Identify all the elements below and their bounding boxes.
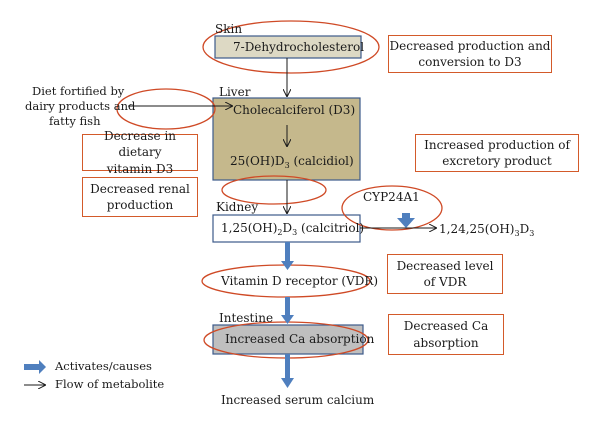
skin-box <box>214 35 362 59</box>
legend-activates-arrow-shaft <box>24 364 40 370</box>
organ-label-intestine: Intestine <box>219 311 274 325</box>
activates-arrow-kidney-to-vdr-head <box>281 261 294 270</box>
ellipse-diet <box>116 88 216 130</box>
ellipse-dehydrocholesterol <box>202 20 380 74</box>
label-trihydroxy-vitamin-d: 1,24,25(OH)3D3 <box>439 222 535 238</box>
cyp24a1-arrow-head <box>397 218 415 228</box>
legend-activates-label: Activates/causes <box>55 359 152 373</box>
activates-arrow-vdr-to-intestine-shaft <box>285 297 290 316</box>
organ-label-kidney: Kidney <box>216 200 259 214</box>
legend-flow-label: Flow of metabolite <box>55 377 165 391</box>
cyp24a1-arrow-shaft <box>402 213 410 219</box>
organ-label-skin: Skin <box>215 22 243 36</box>
label-7-dehydrocholesterol: 7-Dehydrocholesterol <box>233 40 365 54</box>
label-calcitriol: 1,25(OH)2D3 (calcitriol) <box>221 221 365 237</box>
ellipse-hydroxylation <box>221 175 327 205</box>
diet-line-2: dairy products and <box>25 99 136 113</box>
diet-line-3: fatty fish <box>49 114 101 128</box>
label-vdr: Vitamin D receptor (VDR) <box>221 274 379 288</box>
diet-line-1: Diet fortified by <box>32 84 125 98</box>
label-increased-serum-calcium: Increased serum calcium <box>221 393 375 407</box>
intestine-box <box>212 324 364 355</box>
activates-arrow-intestine-to-serum-head <box>281 378 294 388</box>
organ-label-liver: Liver <box>219 85 251 99</box>
label-calcidiol: 25(OH)D3 (calcidiol) <box>230 154 354 170</box>
label-increased-ca-absorption: Increased Ca absorption <box>225 332 375 346</box>
ellipse-cyp24a1 <box>341 185 443 231</box>
kidney-box <box>212 214 361 243</box>
activates-arrow-intestine-to-serum-shaft <box>285 354 290 379</box>
activates-arrow-kidney-to-vdr-shaft <box>285 242 290 262</box>
label-cholecalciferol: Cholecalciferol (D3) <box>233 103 356 117</box>
activates-arrow-vdr-to-intestine-head <box>281 315 294 324</box>
label-cyp24a1: CYP24A1 <box>363 190 420 204</box>
legend-activates-arrow-head <box>39 360 46 374</box>
